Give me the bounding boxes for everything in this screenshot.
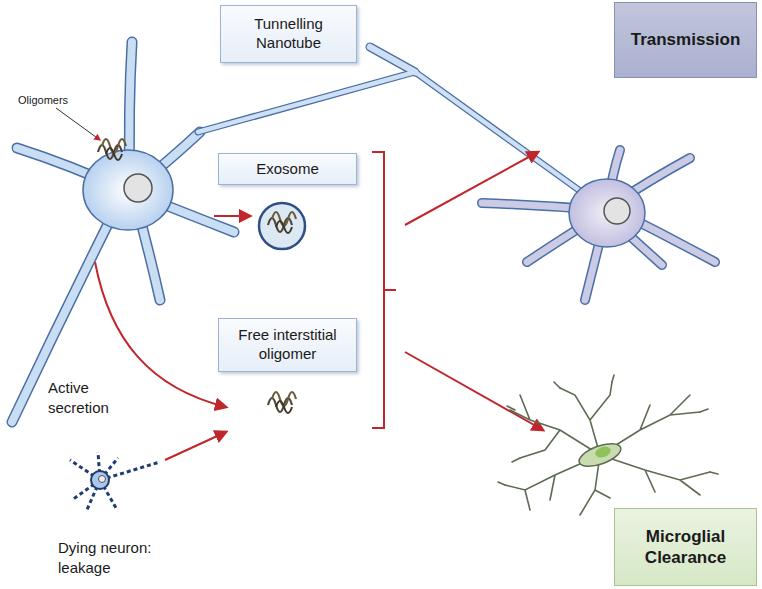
box-text: Free interstitial oligomer: [227, 326, 348, 364]
caption-box: Tunnelling Nanotube: [220, 5, 357, 63]
caption-box: Free interstitial oligomer: [218, 318, 357, 372]
annotation-label: Oligomers: [18, 93, 88, 107]
outcome-box: Transmission: [614, 2, 757, 78]
box-text: Microglial Clearance: [623, 526, 748, 569]
outcome-box: Microglial Clearance: [614, 508, 757, 586]
annotation-label: Active secretion: [48, 378, 128, 417]
box-text: Exosome: [256, 160, 319, 179]
box-text: Transmission: [631, 29, 741, 50]
caption-box: Exosome: [218, 153, 357, 185]
annotation-label: Dying neuron: leakage: [58, 538, 168, 577]
box-text: Tunnelling Nanotube: [229, 15, 348, 53]
